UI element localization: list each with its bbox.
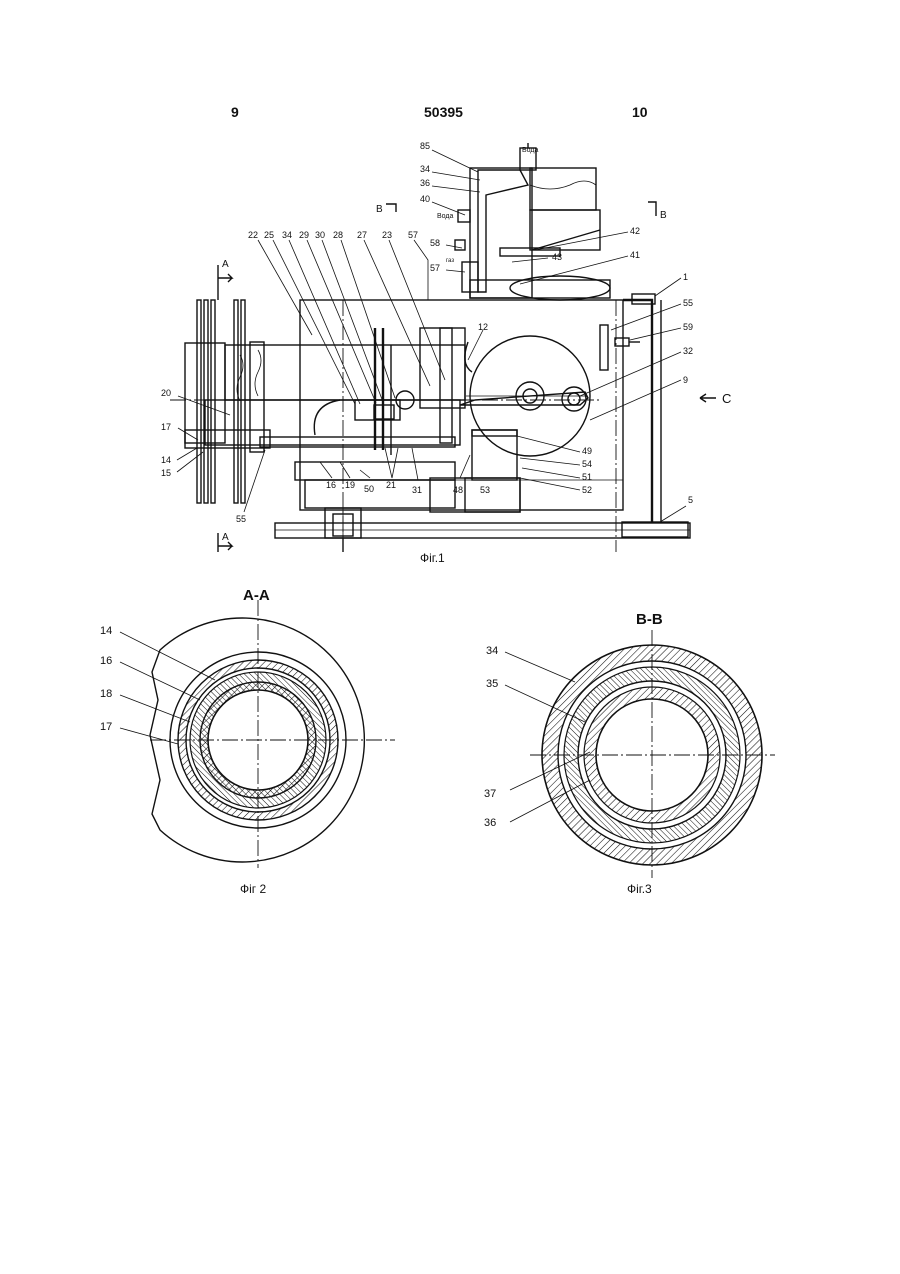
label-14: 14: [161, 455, 171, 465]
figure-2: [120, 600, 395, 868]
label-23: 23: [382, 230, 392, 240]
shaft-housing: [225, 345, 465, 400]
fig2-label-17: 17: [100, 721, 112, 733]
figure-1: [170, 143, 716, 552]
label-gas: газ: [446, 258, 454, 264]
fig2-caption: Фіг 2: [240, 882, 267, 896]
label-20: 20: [161, 388, 171, 398]
label-41: 41: [630, 250, 640, 260]
label-water-top: Вода: [522, 147, 538, 154]
label-34-top: 34: [282, 230, 292, 240]
label-58: 58: [430, 238, 440, 248]
label-57-top: 57: [408, 230, 418, 240]
section-mark-b-left: B: [376, 204, 383, 215]
label-32: 32: [683, 346, 693, 356]
label-40: 40: [420, 194, 430, 204]
cooling-head: [455, 143, 610, 300]
label-29: 29: [299, 230, 309, 240]
section-mark-a-top: A: [222, 259, 229, 270]
label-21: 21: [386, 480, 396, 490]
fig1-caption: Фіг.1: [420, 551, 445, 565]
fig2-label-16: 16: [100, 655, 112, 667]
fig2-label-18: 18: [100, 688, 112, 700]
view-mark-c: C: [722, 391, 731, 406]
label-28: 28: [333, 230, 343, 240]
label-5: 5: [688, 495, 693, 505]
label-19: 19: [345, 480, 355, 490]
fig2-label-14: 14: [100, 625, 112, 637]
label-27: 27: [357, 230, 367, 240]
fig3-label-34: 34: [486, 645, 498, 657]
fig2-section-title: A-A: [243, 587, 270, 604]
fig3-label-37: 37: [484, 788, 496, 800]
label-50: 50: [364, 484, 374, 494]
label-55-right: 55: [683, 298, 693, 308]
label-34: 34: [420, 164, 430, 174]
section-mark-b-right: B: [660, 210, 667, 221]
fig3-label-36: 36: [484, 817, 496, 829]
label-55-bottom: 55: [236, 514, 246, 524]
label-1: 1: [683, 272, 688, 282]
label-48: 48: [453, 485, 463, 495]
label-54: 54: [582, 459, 592, 469]
label-30: 30: [315, 230, 325, 240]
pulley-stack: [197, 300, 264, 503]
label-water-side: Вода: [437, 213, 453, 220]
fig3-section-title: B-B: [636, 611, 663, 628]
label-15: 15: [161, 468, 171, 478]
label-25: 25: [264, 230, 274, 240]
label-49: 49: [582, 446, 592, 456]
figure-3: [505, 630, 775, 878]
label-42: 42: [630, 226, 640, 236]
label-43: 43: [552, 252, 562, 262]
label-53: 53: [480, 485, 490, 495]
label-31: 31: [412, 485, 422, 495]
fig3-label-35: 35: [486, 678, 498, 690]
section-mark-a-bottom: A: [222, 532, 229, 543]
label-22: 22: [248, 230, 258, 240]
label-51: 51: [582, 472, 592, 482]
label-16: 16: [326, 480, 336, 490]
label-59: 59: [683, 322, 693, 332]
label-52: 52: [582, 485, 592, 495]
label-9: 9: [683, 375, 688, 385]
label-57-left: 57: [430, 263, 440, 273]
label-36: 36: [420, 178, 430, 188]
label-85: 85: [420, 141, 430, 151]
label-12: 12: [478, 322, 488, 332]
label-17: 17: [161, 422, 171, 432]
frame-post: [623, 300, 652, 523]
fig3-caption: Фіг.3: [627, 882, 652, 896]
